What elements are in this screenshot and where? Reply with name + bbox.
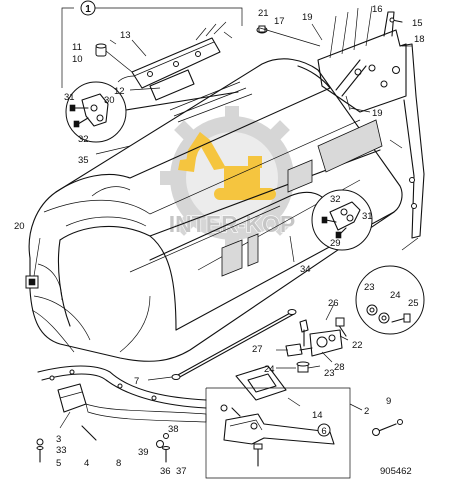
- callout-18: 18: [414, 34, 425, 45]
- assembly-bracket-left: [61, 7, 74, 88]
- side-panel-shade-1: [221, 239, 243, 277]
- callout-32: 32: [78, 134, 89, 145]
- bolt-21: [256, 25, 268, 34]
- bolt-2-9: [372, 419, 403, 436]
- callout-27: 27: [252, 344, 263, 355]
- callout-20: 20: [14, 221, 25, 232]
- callout-2: 2: [364, 406, 369, 417]
- bolt-23-24: [296, 361, 310, 373]
- drawing-number: 905462: [380, 466, 412, 477]
- callout-32-right: 32: [330, 194, 341, 205]
- callout-22: 22: [352, 340, 363, 351]
- callout-17: 17: [274, 16, 285, 27]
- assembly-bracket-line: [88, 7, 243, 26]
- side-panel-shade-3: [317, 119, 383, 173]
- callout-28: 28: [334, 362, 345, 373]
- callout-25: 25: [408, 298, 419, 309]
- callout-8: 8: [116, 458, 121, 469]
- side-panel-shade-2: [247, 233, 259, 267]
- latch-bracket: [117, 21, 233, 101]
- engine-cover: [28, 58, 403, 362]
- detail-circle-left: [65, 81, 127, 143]
- pin-4: [81, 425, 97, 441]
- latch-detail-box: [205, 365, 351, 479]
- callout-24-bottom: 24: [264, 364, 275, 375]
- mounting-block: [57, 383, 87, 413]
- watermark-logo: INTER-KOP: [160, 106, 304, 250]
- callout-15: 15: [412, 18, 423, 29]
- pin-detail-right: [355, 237, 425, 335]
- bolts-3-5: [36, 438, 44, 463]
- callout-37: 37: [176, 466, 187, 477]
- callout-3: 3: [56, 434, 61, 445]
- callout-10: 10: [72, 54, 83, 65]
- callout-7: 7: [134, 376, 139, 387]
- callout-11: 11: [72, 42, 82, 53]
- callout-labels: 1 11 10 13 12 31 30 32 35 21 17 19 16 15…: [14, 0, 425, 477]
- callout-30: 30: [104, 95, 115, 106]
- stay-rod-7: [171, 309, 297, 380]
- callout-31-right: 31: [362, 211, 373, 222]
- callout-6-circle: [317, 423, 331, 437]
- detail-circle-right: [311, 189, 373, 251]
- callout-23-right: 23: [364, 282, 375, 293]
- callout-4: 4: [84, 458, 89, 469]
- callout-1-circle: [80, 0, 96, 16]
- bolts-36-39: [156, 433, 170, 463]
- hinge-bracket-assembly: [317, 5, 425, 239]
- callout-23-bottom: 23: [324, 368, 335, 379]
- seal-strip-8: [37, 365, 207, 423]
- callout-5: 5: [56, 458, 61, 469]
- cover-vent-lines: [169, 81, 253, 123]
- callout-19-top: 19: [302, 12, 313, 23]
- callout-31: 31: [64, 92, 75, 103]
- callout-13: 13: [120, 30, 131, 41]
- callout-33: 33: [56, 445, 67, 456]
- callout-9: 9: [386, 396, 391, 407]
- bolt-washer-10-11: [95, 43, 133, 73]
- callout-29: 29: [330, 238, 341, 249]
- callout-6: 6: [321, 426, 326, 437]
- watermark-text: INTER-KOP: [169, 211, 296, 237]
- callout-24-right: 24: [390, 290, 401, 301]
- side-panel-shade-4: [287, 159, 313, 193]
- callout-34: 34: [300, 264, 311, 275]
- callout-21: 21: [258, 8, 269, 19]
- callout-16: 16: [372, 4, 383, 15]
- hinge-plate-left: [65, 81, 239, 143]
- leader-lines: [33, 23, 412, 429]
- callout-14: 14: [312, 410, 323, 421]
- callout-26: 26: [328, 298, 339, 309]
- callout-38: 38: [168, 424, 179, 435]
- callout-36: 36: [160, 466, 171, 477]
- callout-39: 39: [138, 447, 149, 458]
- callout-1: 1: [85, 4, 91, 15]
- badge-20: [25, 275, 39, 289]
- callout-12: 12: [114, 86, 125, 97]
- callout-19-right: 19: [372, 108, 383, 119]
- callout-35: 35: [78, 155, 89, 166]
- screw-15: [389, 17, 403, 23]
- lower-latch-assembly: [285, 317, 347, 357]
- hinge-plate-right: [311, 189, 373, 251]
